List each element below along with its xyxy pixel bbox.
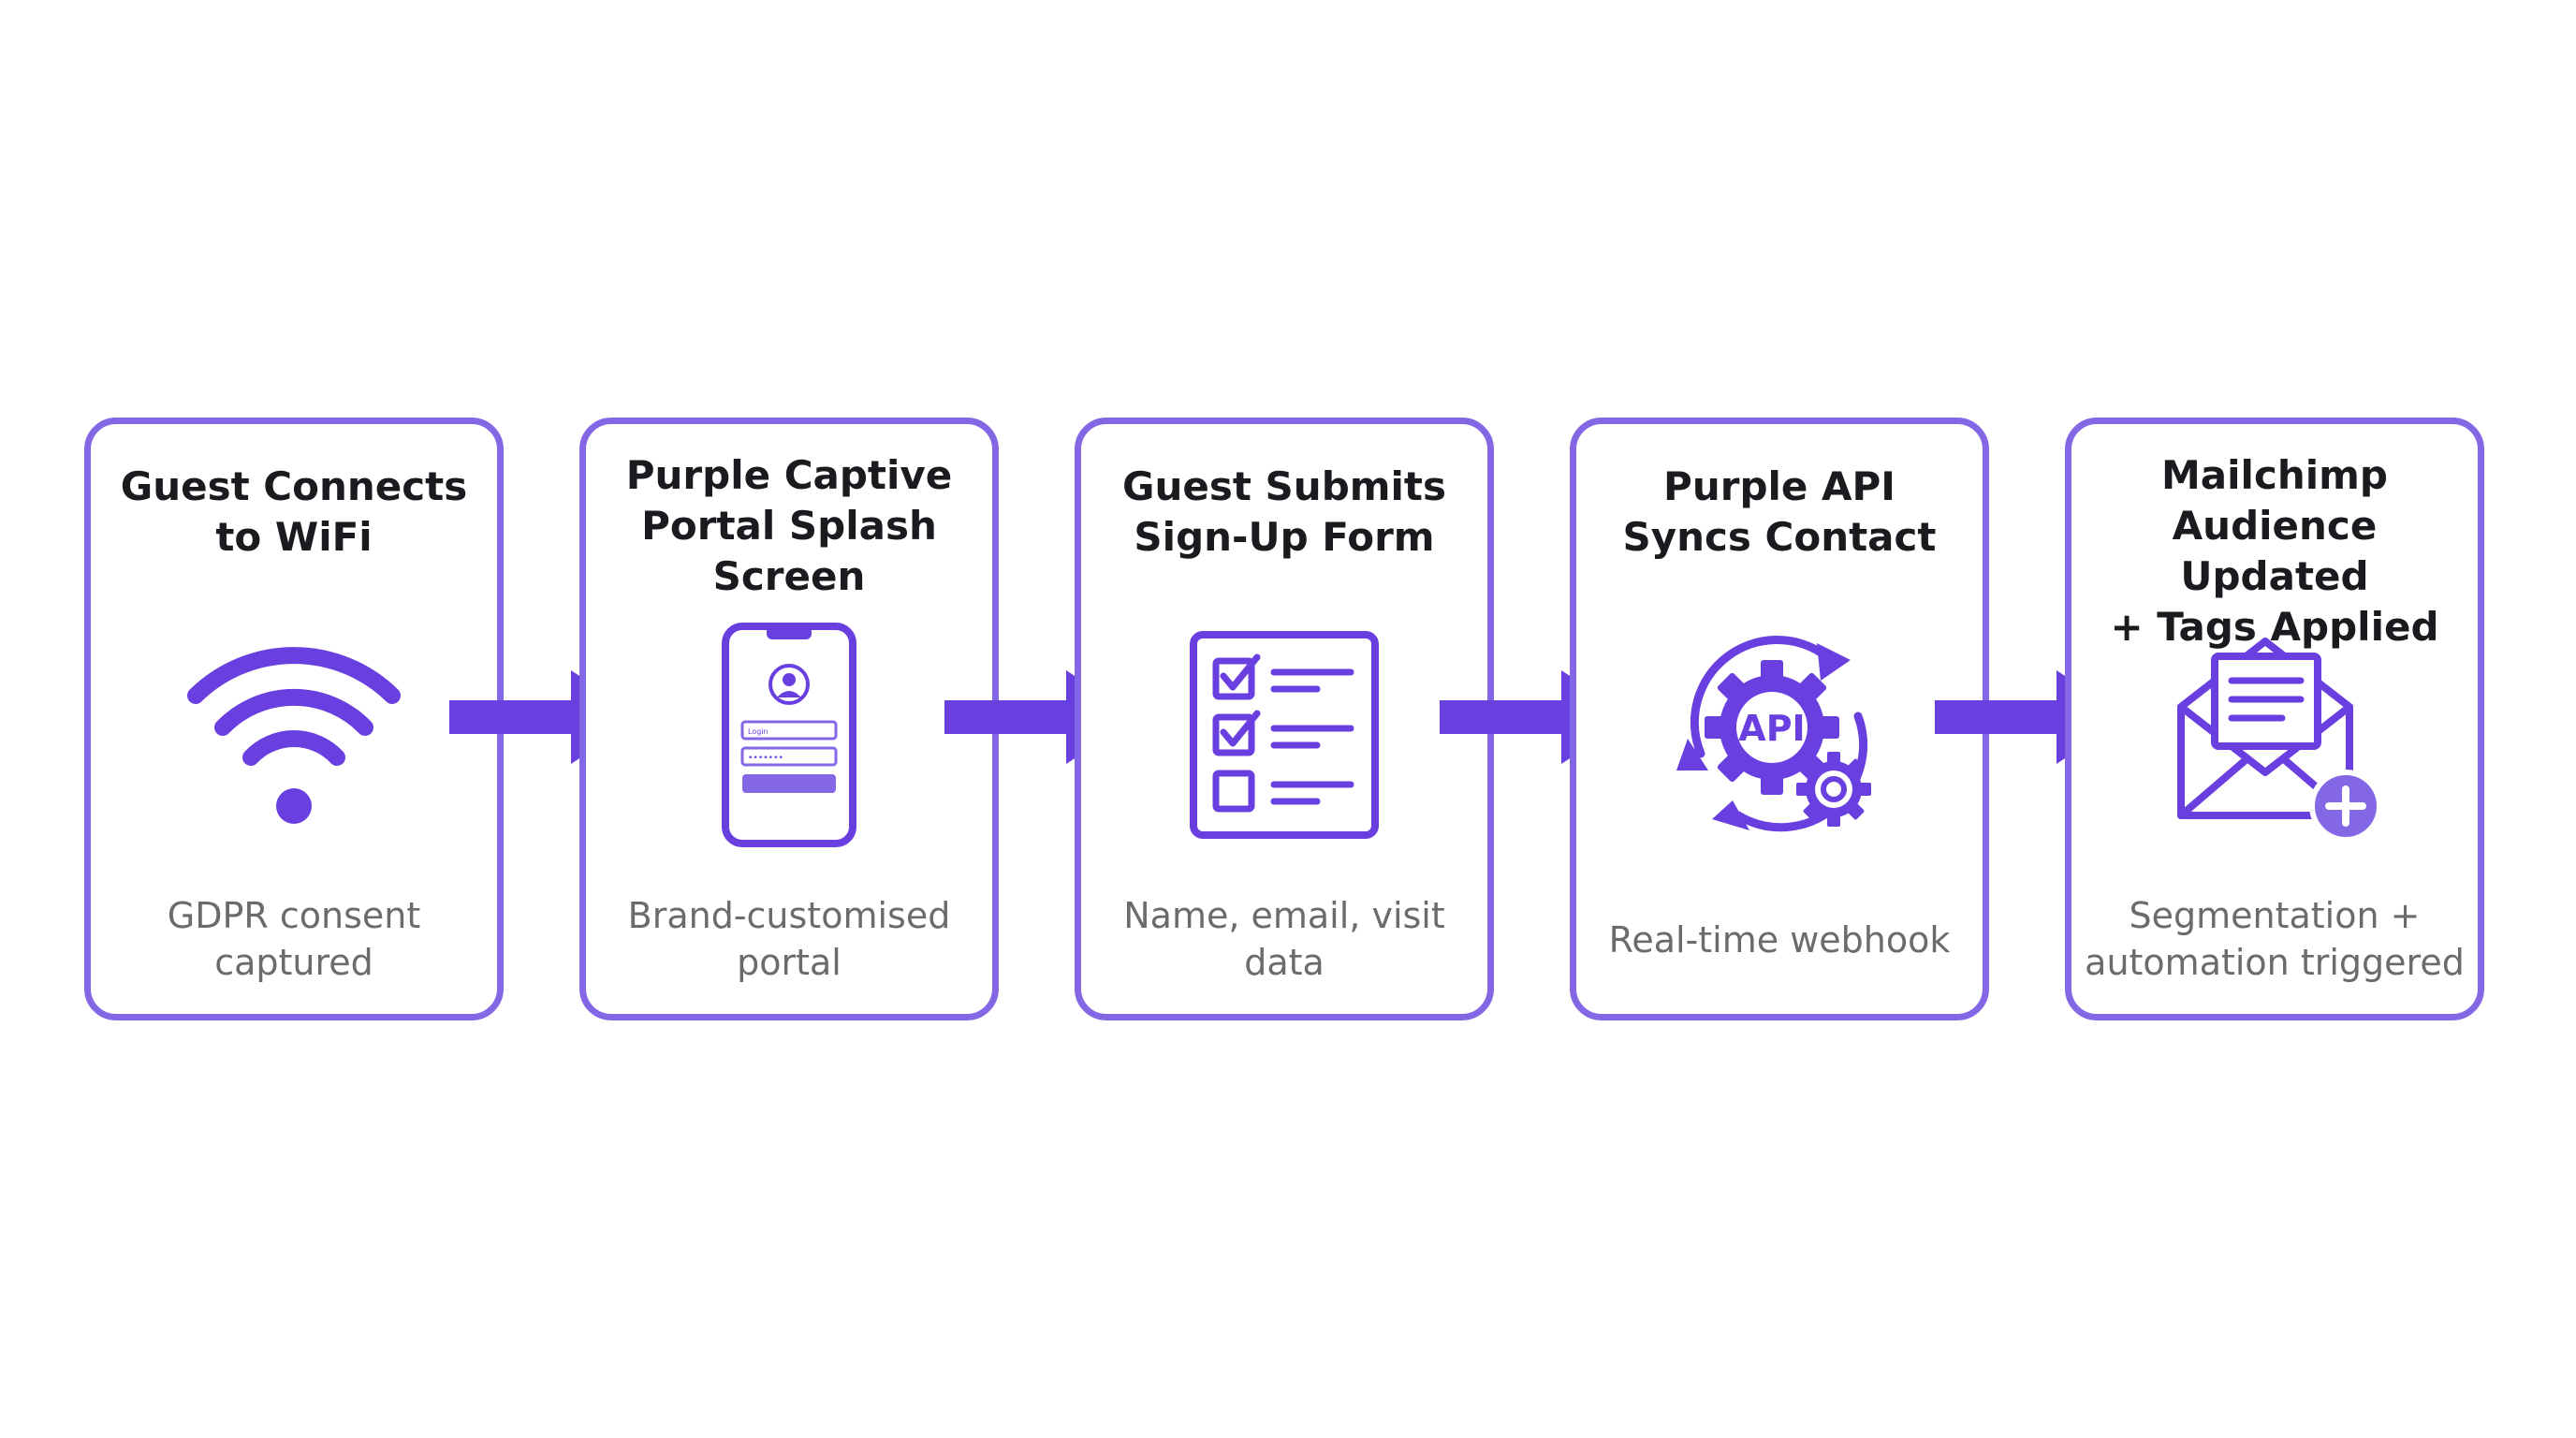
step-description-line: GDPR consent — [167, 895, 421, 936]
step-description-line: Segmentation + — [2129, 895, 2421, 936]
step-title-line: Guest Submits — [1121, 463, 1446, 509]
step-title-line: Purple API — [1663, 463, 1895, 509]
step-description-line: Real-time webhook — [1608, 919, 1951, 961]
svg-text:•••••••: ••••••• — [748, 754, 783, 763]
step-title-line: Mailchimp — [2161, 452, 2388, 498]
step-title: Guest Submits Sign-Up Form — [1081, 462, 1487, 563]
step-title: Mailchimp Audience Updated + Tags Applie… — [2071, 450, 2478, 653]
step-description: Name, email, visit data — [1081, 892, 1487, 986]
step-title: Guest Connects to WiFi — [91, 462, 497, 563]
step-title-line: Audience Updated — [2172, 503, 2378, 599]
step-card-guest-connects: Guest Connects to WiFi GDPR consent capt… — [84, 418, 504, 1020]
step-description-line: data — [1244, 942, 1325, 983]
step-description: GDPR consent captured — [91, 892, 497, 986]
step-card-signup-form: Guest Submits Sign-Up Form Name, email, … — [1075, 418, 1494, 1020]
step-description: Segmentation + automation triggered — [2071, 892, 2478, 986]
step-title-line: Purple Captive — [625, 452, 953, 498]
step-description-line: automation triggered — [2085, 942, 2465, 983]
step-card-api-sync: Purple API Syncs Contact — [1570, 418, 1989, 1020]
step-title-line: + Tags Applied — [2110, 604, 2439, 650]
step-card-mailchimp-updated: Mailchimp Audience Updated + Tags Applie… — [2065, 418, 2484, 1020]
step-description: Brand-customised portal — [586, 892, 992, 986]
step-description-line: Brand-customised — [627, 895, 951, 936]
step-description-line: Name, email, visit — [1123, 895, 1445, 936]
step-title: Purple Captive Portal Splash Screen — [586, 450, 992, 602]
step-title-line: Syncs Contact — [1622, 514, 1937, 560]
step-card-captive-portal: Purple Captive Portal Splash Screen Logi… — [579, 418, 999, 1020]
login-field-label: Login — [748, 727, 768, 736]
step-description-line: portal — [737, 942, 842, 983]
email-add-icon — [2071, 623, 2478, 847]
api-sync-gear-icon: API — [1576, 623, 1983, 847]
wifi-icon — [91, 623, 497, 847]
step-title-line: Screen — [712, 553, 866, 599]
step-description-line: captured — [214, 942, 373, 983]
step-description: Real-time webhook — [1576, 917, 1983, 963]
step-title-line: Guest Connects — [120, 463, 468, 509]
api-label: API — [1738, 708, 1805, 749]
step-title-line: Sign-Up Form — [1134, 514, 1435, 560]
step-title-line: Portal Splash — [641, 503, 937, 549]
step-title-line: to WiFi — [215, 514, 373, 560]
smartphone-login-icon: Login ••••••• — [586, 623, 992, 847]
checklist-form-icon — [1081, 623, 1487, 847]
step-title: Purple API Syncs Contact — [1576, 462, 1983, 563]
